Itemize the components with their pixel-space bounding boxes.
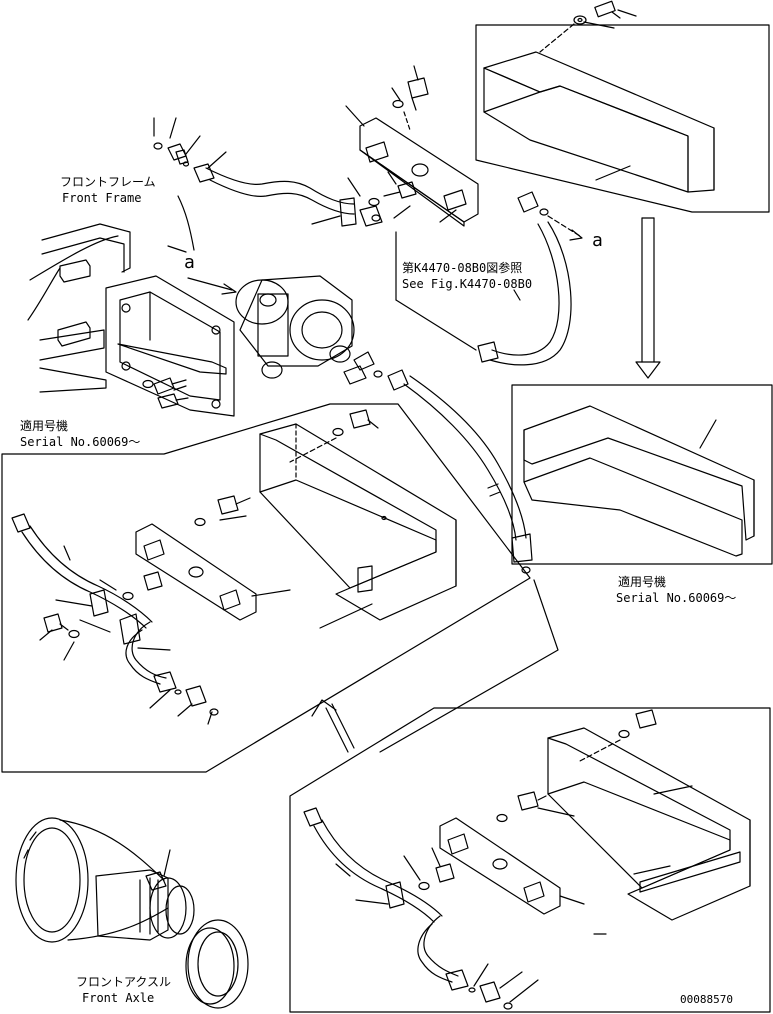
upper-pipe-assembly [153,117,383,227]
front-axle [15,817,249,1009]
serial-left-label-en: Serial No.60069～ [20,435,141,449]
washer-icon [496,813,508,823]
washer-icon [618,729,630,739]
washer-icon [194,517,206,527]
washer-icon [122,591,134,601]
upper-bracket [345,65,479,227]
washer-icon [573,15,587,25]
front-frame [27,195,235,417]
washer-icon [418,881,430,891]
bolt-icon [383,181,417,199]
washer-icon [68,629,80,639]
reference-a-label: a [184,252,195,273]
bolt-icon [143,571,163,591]
front-axle-label-en: Front Axle [82,991,155,1005]
front-frame-label-en: Front Frame [62,191,142,205]
bolt-icon [43,613,69,633]
long-hose [387,369,533,574]
washer-icon [368,197,380,207]
bolt-icon [349,409,379,429]
front-frame-label-jp: フロントフレーム [60,175,156,189]
bolt-icon [594,0,621,19]
arrow-down-icon [635,217,661,379]
lower-right-inset [289,707,771,1013]
see-figure-label-jp: 第K4470-08B0図参照 [402,261,523,275]
serial-right-label-en: Serial No.60069～ [616,591,737,605]
bolt-icon [157,393,189,409]
front-axle-label-jp: フロントアクスル [76,975,172,989]
bolt-icon [435,863,455,883]
bolt-icon [517,791,539,811]
washer-icon [332,427,344,437]
top-right-inset [475,0,770,213]
see-figure-label-en: See Fig.K4470-08B0 [402,277,533,291]
arrow-up-icon [311,699,355,753]
washer-icon [142,379,154,389]
bolt-icon [153,377,187,395]
serial-left-label-jp: 適用号機 [20,419,69,433]
bolt-icon [407,77,429,111]
left-middle-inset [1,403,531,773]
valve-body [235,275,383,385]
arrow-right-icon [187,277,237,295]
washer-icon [392,99,404,109]
reference-a-label-right: a [592,230,603,251]
bolt-icon [217,495,239,515]
bolt-icon [635,709,657,729]
right-middle-inset [511,384,773,565]
hydraulic-hose [395,191,583,366]
serial-right-label-jp: 適用号機 [618,575,667,589]
drawing-number: 00088570 [680,993,733,1006]
